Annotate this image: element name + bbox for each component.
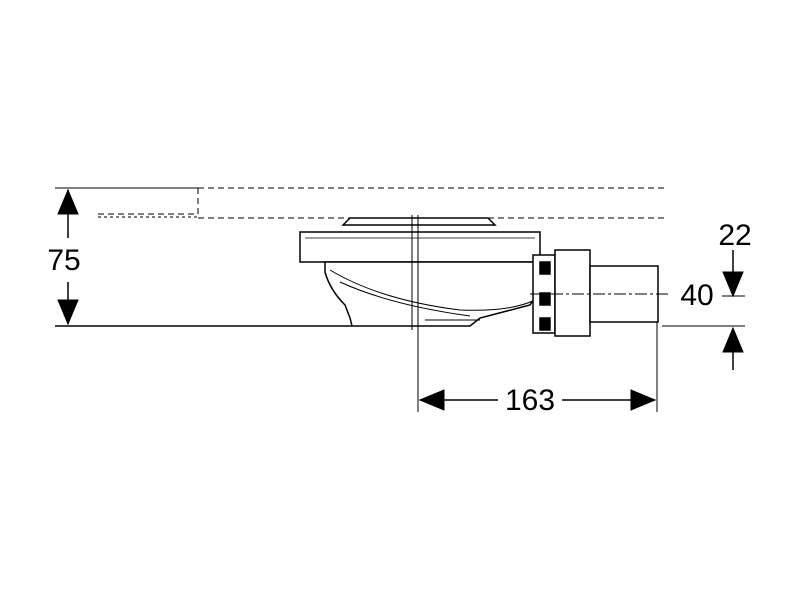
dimension-22 bbox=[662, 250, 745, 370]
dimension-163-label: 163 bbox=[505, 384, 555, 417]
trap-body bbox=[324, 261, 541, 327]
outlet-bolt-bottom bbox=[539, 317, 551, 331]
dimension-163 bbox=[418, 389, 657, 411]
dim75-arrow-up bbox=[57, 188, 79, 215]
dimension-75-label: 75 bbox=[47, 244, 80, 277]
outlet-bolt-top bbox=[539, 261, 551, 275]
outlet-bolt-mid bbox=[539, 292, 551, 306]
dim75-arrow-down bbox=[57, 299, 79, 326]
dim163-arrow-left bbox=[418, 389, 445, 411]
drain-body bbox=[299, 217, 670, 337]
dimension-22-label: 22 bbox=[718, 219, 751, 252]
dimension-75 bbox=[57, 188, 79, 326]
dim163-arrow-right bbox=[630, 389, 657, 411]
trap-inner-curve-2 bbox=[339, 281, 471, 317]
drain-flange bbox=[299, 231, 541, 263]
dim22-arrow-down bbox=[722, 271, 744, 298]
dimension-40-label: 40 bbox=[680, 279, 713, 312]
outlet-nut-right bbox=[554, 249, 591, 337]
trap-inner-curve bbox=[329, 269, 536, 311]
drain-grate bbox=[341, 217, 497, 226]
